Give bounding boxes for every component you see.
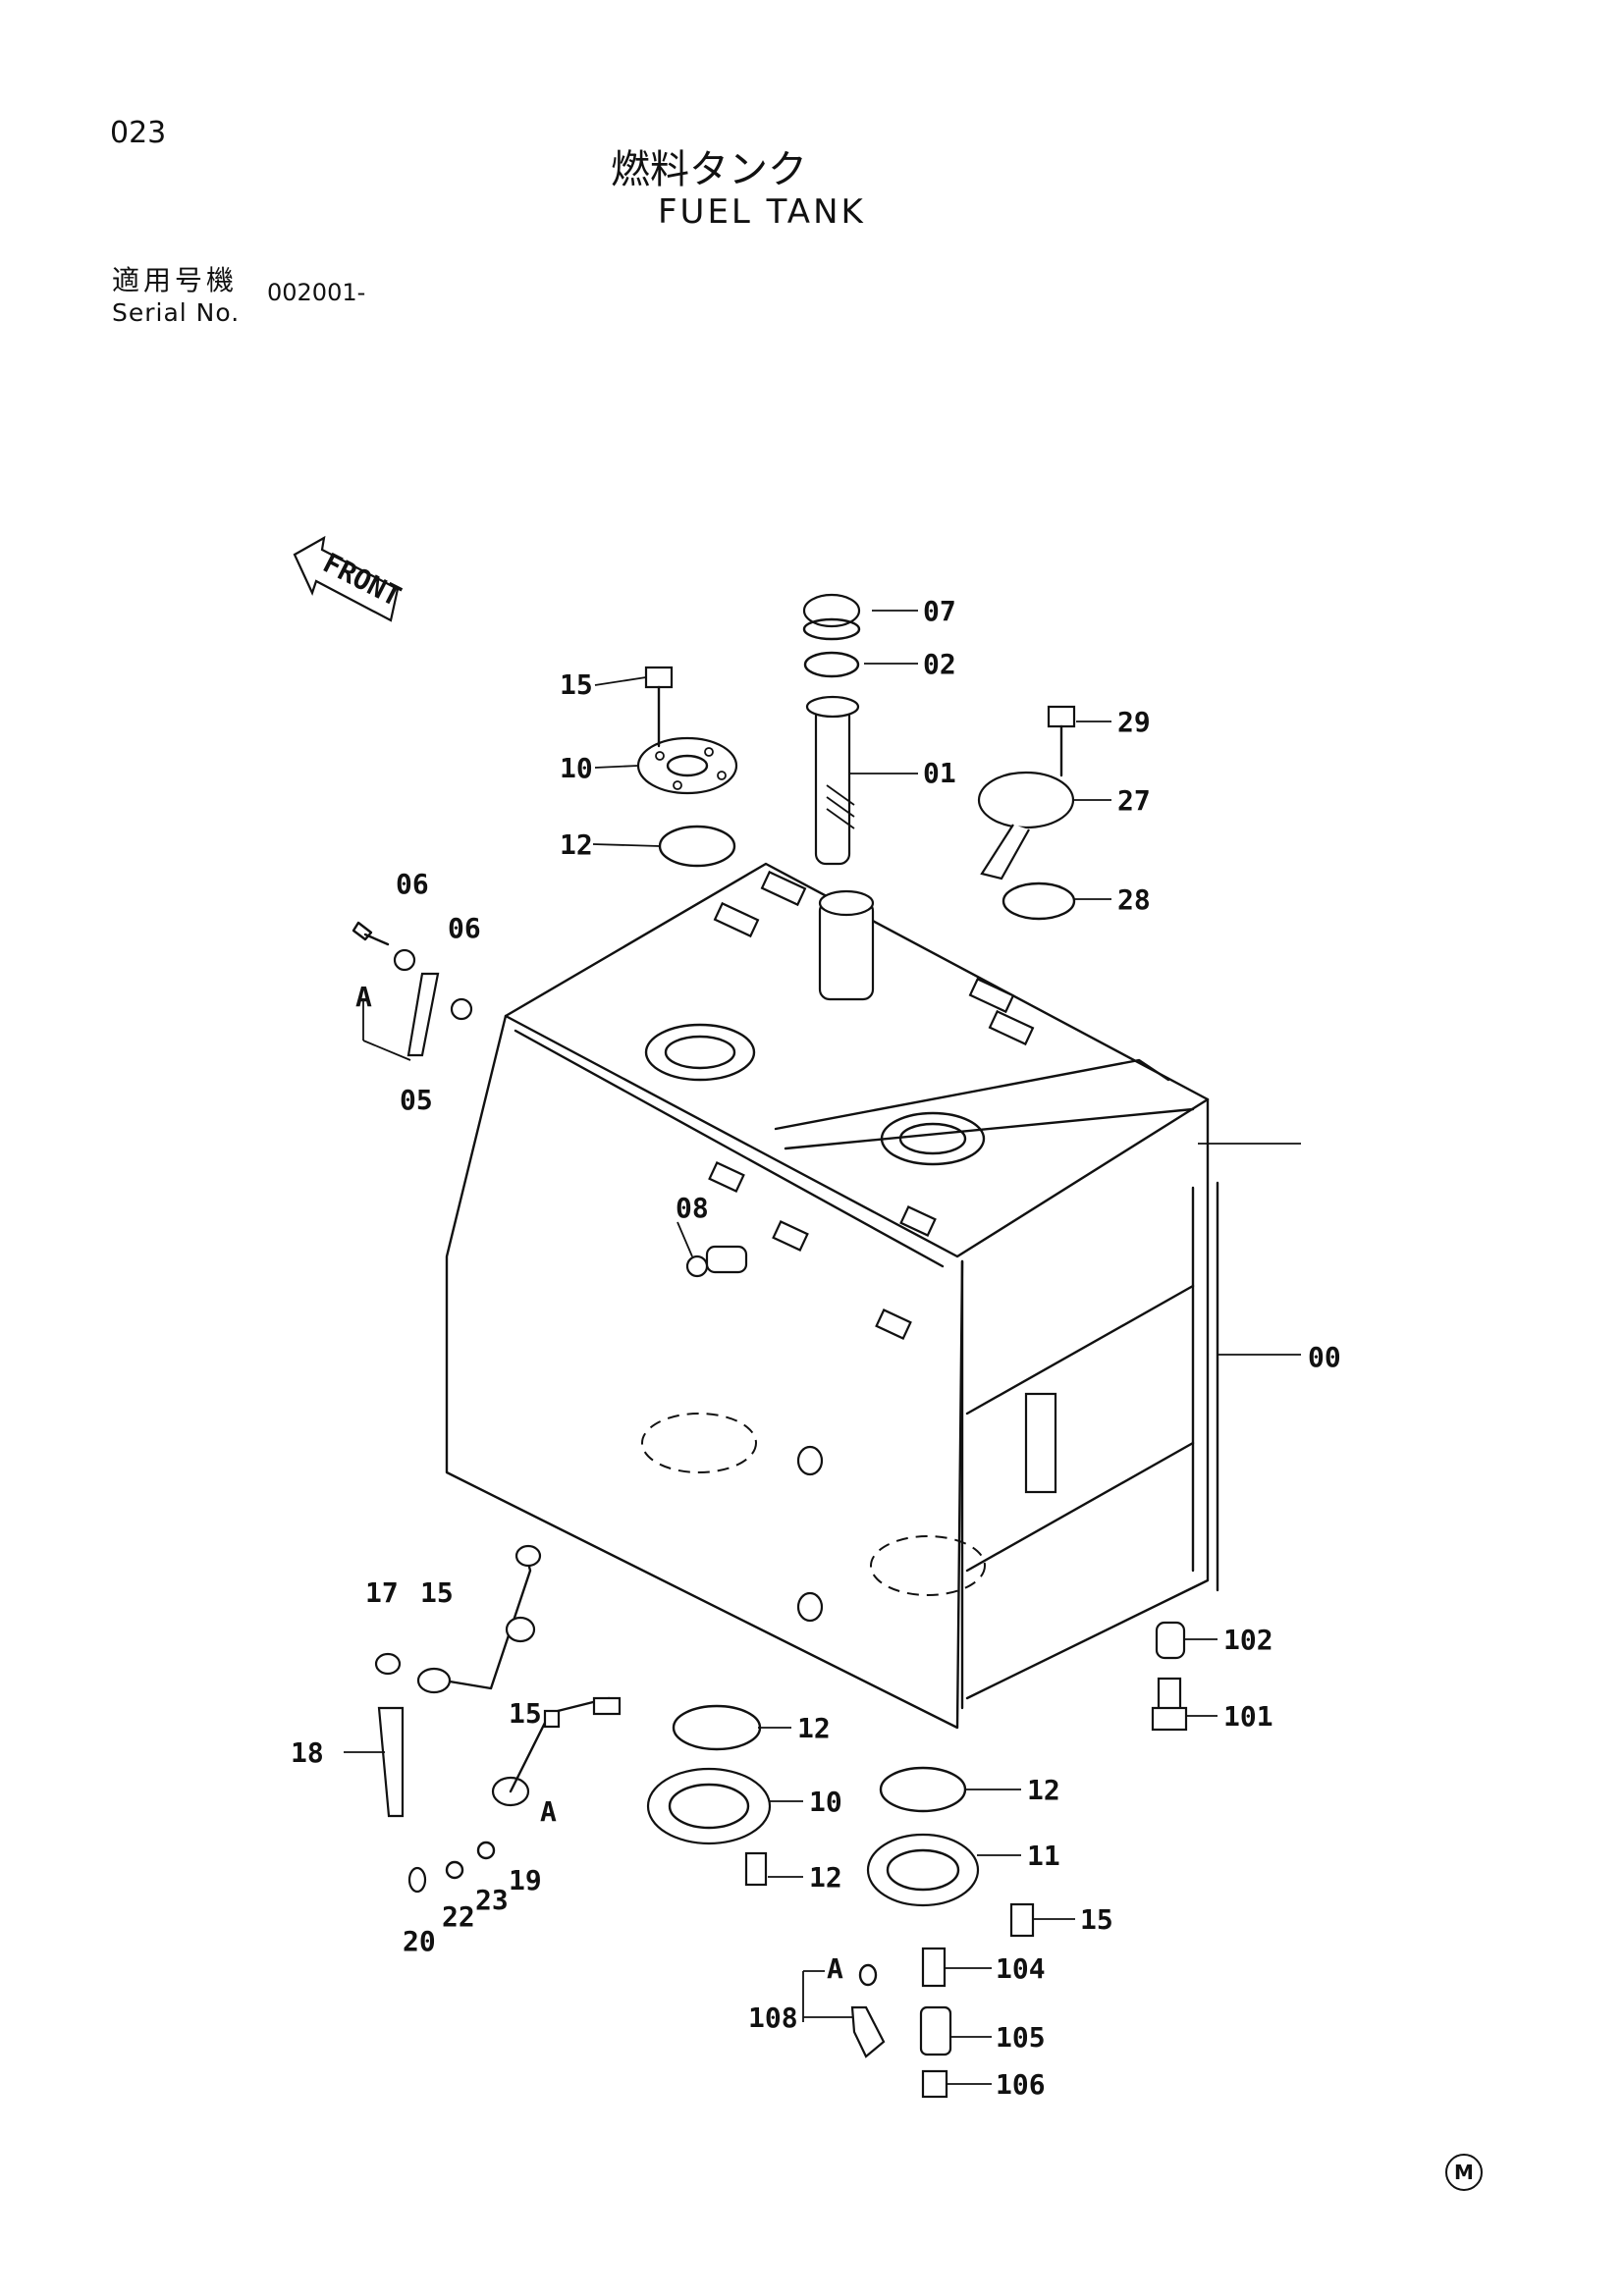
- filler-cap-seal-part: [803, 651, 860, 678]
- part-label-17: 15: [420, 1576, 454, 1609]
- part-label-106: 106: [996, 2068, 1046, 2101]
- drain-fittings: [850, 1947, 952, 2099]
- leader-lines: [344, 610, 1301, 2085]
- part-label-15-top: 15: [560, 668, 593, 701]
- part-label-01: 01: [923, 757, 956, 789]
- footer-mark: M: [1445, 2154, 1483, 2191]
- part-label-104: 104: [996, 1952, 1046, 1985]
- bolt-29: [1047, 705, 1076, 777]
- bracket-05: [352, 921, 473, 1057]
- ref-a-top: A: [355, 981, 372, 1013]
- part-label-12-bottom-right: 12: [1027, 1774, 1060, 1806]
- part-label-20: 18: [291, 1736, 324, 1769]
- part-label-06-right: 06: [448, 912, 481, 944]
- flange-10-top: [636, 736, 738, 795]
- title-english: FUEL TANK: [658, 192, 866, 232]
- part-label-18: 15: [509, 1697, 542, 1730]
- part-label-23: 20: [403, 1925, 436, 1957]
- part-label-06-left: 06: [396, 868, 429, 900]
- part-label-12-bottom-left: 12: [797, 1712, 831, 1744]
- part-label-28: 28: [1117, 883, 1151, 916]
- strainer-part: [805, 695, 860, 866]
- part-label-10-bottom: 10: [809, 1786, 842, 1818]
- part-label-27: 27: [1117, 784, 1151, 817]
- part-label-00: 00: [1308, 1341, 1341, 1373]
- part-label-102: 102: [1223, 1624, 1273, 1656]
- o-ring-12-bottom-left: [672, 1704, 762, 1751]
- serial-label-english: Serial No.: [112, 298, 241, 327]
- part-label-10-top: 10: [560, 752, 593, 784]
- part-label-19: 17: [365, 1576, 399, 1609]
- bolt-15-top: [644, 666, 674, 748]
- part-label-11: 11: [1027, 1840, 1060, 1872]
- part-label-02: 02: [923, 648, 956, 680]
- part-label-07: 07: [923, 595, 956, 627]
- filler-cap-part: [802, 593, 861, 641]
- title-japanese: 燃料タンク: [611, 147, 807, 192]
- cover-11: [866, 1833, 1035, 1938]
- part-label-08: 08: [676, 1192, 709, 1224]
- bolt-08: [685, 1245, 748, 1278]
- part-label-12-top: 12: [560, 828, 593, 861]
- o-ring-28: [1001, 881, 1076, 921]
- part-label-15-bottom-right: 15: [1080, 1903, 1113, 1936]
- cushion-and-bolt-101-102: [1151, 1621, 1188, 1732]
- part-label-22: 19: [509, 1864, 542, 1896]
- part-label-101: 101: [1223, 1700, 1273, 1733]
- front-direction-arrow: FRONT: [293, 535, 406, 622]
- part-labels: 07 02 01 15 10 12 29 27 28 06 06 05 A 08…: [291, 595, 1341, 2101]
- ref-a-sender: A: [540, 1795, 557, 1828]
- cover-27: [977, 771, 1075, 881]
- ref-a-bottom: A: [827, 1952, 843, 1985]
- flange-10-bottom: [646, 1767, 772, 1887]
- part-label-29: 29: [1117, 706, 1151, 738]
- serial-label-japanese: 適用号機: [112, 264, 239, 296]
- part-label-05: 05: [400, 1084, 433, 1116]
- o-ring-12-top: [658, 825, 736, 868]
- part-label-105: 105: [996, 2021, 1046, 2054]
- o-ring-12-bottom-right: [879, 1766, 967, 1813]
- fuel-sender-group: [374, 1544, 622, 1894]
- part-label-24: 22: [442, 1900, 475, 1933]
- serial-number-value: 002001-: [267, 279, 366, 306]
- fuel-tank-body: [445, 862, 1219, 1730]
- part-label-15-bottom-left: 12: [809, 1861, 842, 1894]
- page-number: 023: [110, 116, 167, 150]
- part-label-25: 23: [475, 1884, 509, 1916]
- part-label-108: 108: [748, 2002, 798, 2034]
